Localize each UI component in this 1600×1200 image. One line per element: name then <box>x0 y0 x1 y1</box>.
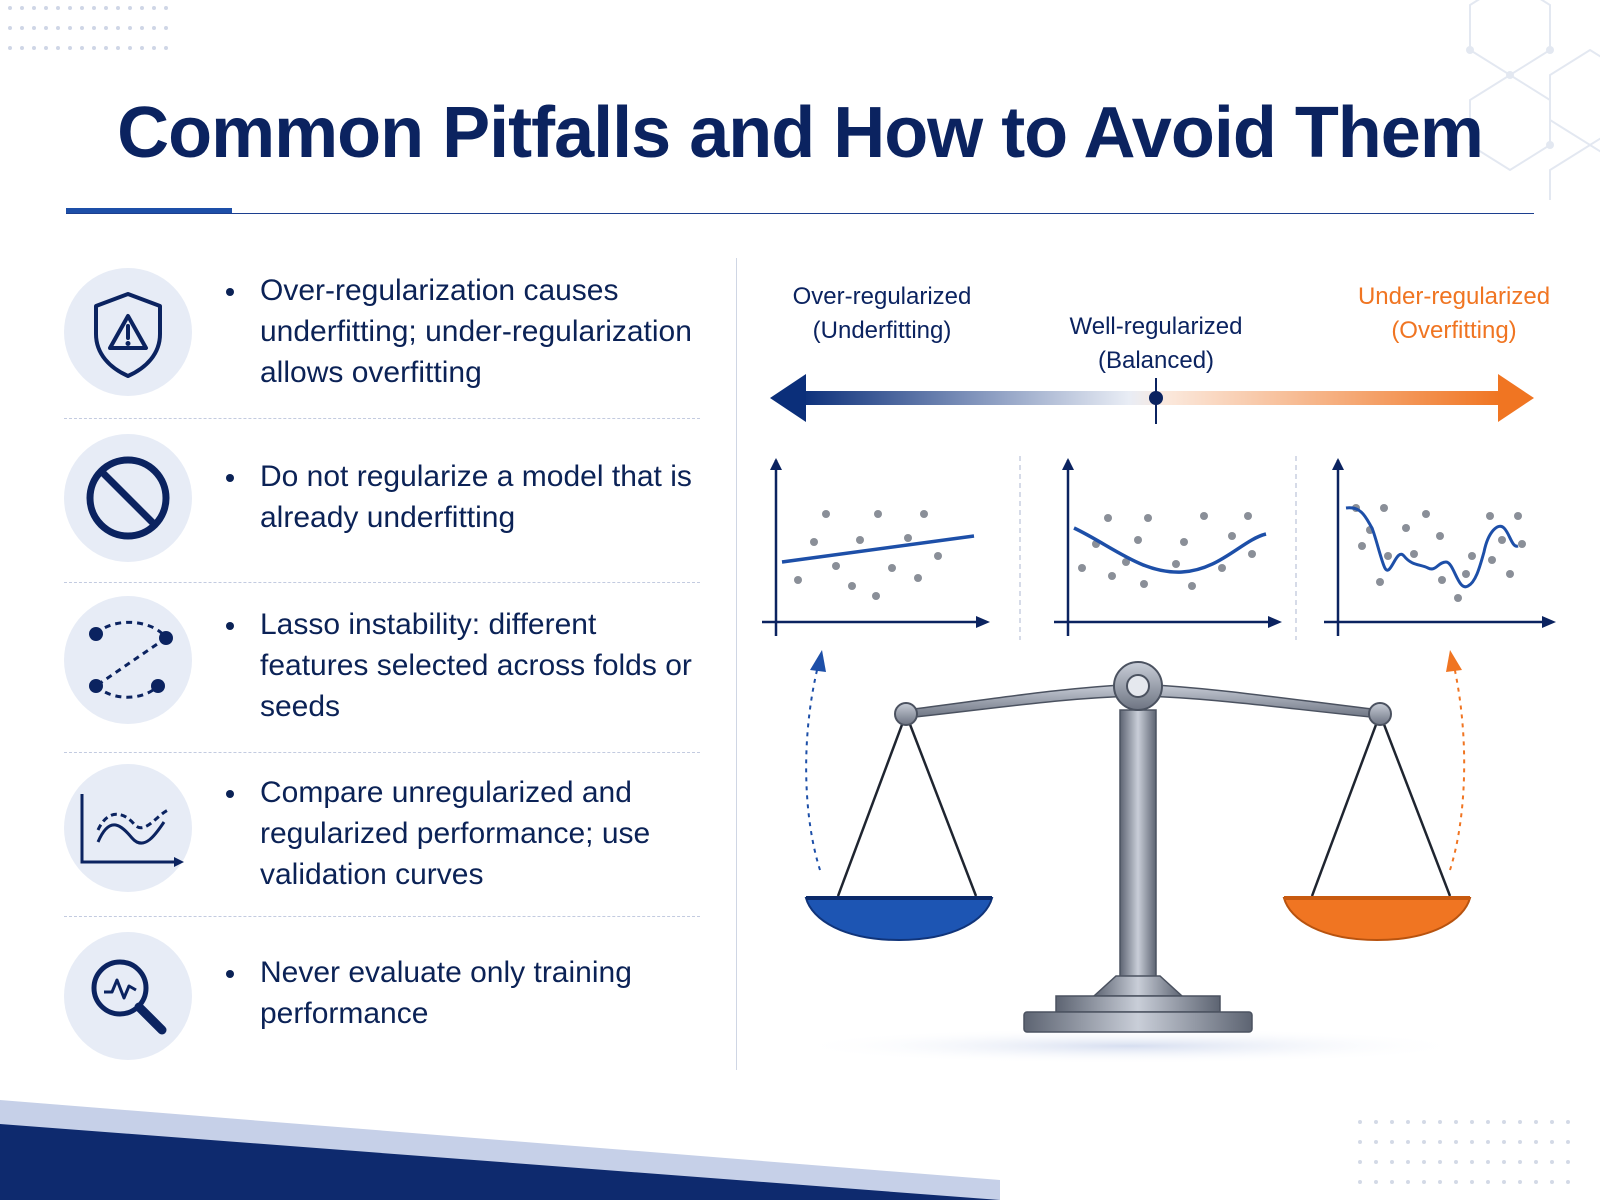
validation-curve-icon <box>64 764 192 892</box>
over-regularized-label: Over-regularized (Underfitting) <box>762 280 1002 348</box>
under-regularized-title: Under-regularized <box>1357 283 1551 310</box>
pitfall-item-2: Do not regularize a model that is alread… <box>64 434 704 564</box>
separator <box>64 752 700 753</box>
title-rule <box>66 213 1534 214</box>
bullet-dot <box>226 474 234 482</box>
under-regularized-label: Under-regularized (Overfitting) <box>1334 280 1574 348</box>
overfitting-plot <box>1324 458 1556 636</box>
well-regularized-label: Well-regularized (Balanced) <box>1036 310 1276 378</box>
corner-dot-grid-decoration <box>8 6 168 50</box>
unstable-path-icon <box>64 596 192 724</box>
pitfall-item-5: Never evaluate only training performance <box>64 932 704 1062</box>
bullet-dot <box>226 970 234 978</box>
pitfall-text-4: Compare unregularized and regularized pe… <box>260 776 651 891</box>
pitfall-text-1: Over-regularization causes underfitting;… <box>260 274 692 389</box>
magnifier-chart-icon <box>64 932 192 1060</box>
balanced-fit-plot <box>1054 458 1282 636</box>
title-rule-accent <box>66 208 232 213</box>
well-regularized-title: Well-regularized <box>1069 313 1243 340</box>
balance-scale-illustration <box>790 650 1472 1064</box>
separator <box>64 916 700 917</box>
over-regularized-title: Over-regularized <box>792 283 972 310</box>
bottom-decorative-band <box>0 1100 1570 1200</box>
pitfall-item-1: Over-regularization causes underfitting;… <box>64 266 704 406</box>
plot-divider-2 <box>1295 456 1297 640</box>
regularization-spectrum-arrow <box>770 374 1534 424</box>
pitfall-text-2: Do not regularize a model that is alread… <box>260 460 692 534</box>
pitfall-item-4: Compare unregularized and regularized pe… <box>64 764 704 904</box>
plot-divider-1 <box>1019 456 1021 640</box>
separator <box>64 582 700 583</box>
shield-warning-icon <box>64 268 192 396</box>
well-regularized-subtitle: (Balanced) <box>1097 347 1215 374</box>
under-regularized-subtitle: (Overfitting) <box>1391 317 1517 344</box>
underfitting-plot <box>762 458 990 636</box>
over-regularized-subtitle: (Underfitting) <box>812 317 952 344</box>
page-title: Common Pitfalls and How to Avoid Them <box>117 93 1484 173</box>
prohibited-icon <box>64 434 192 562</box>
pitfall-text-3: Lasso instability: different features se… <box>260 608 692 723</box>
separator <box>64 418 700 419</box>
column-divider <box>736 258 737 1070</box>
bullet-dot <box>226 288 234 296</box>
pitfall-text-5: Never evaluate only training performance <box>260 956 632 1030</box>
bullet-dot <box>226 622 234 630</box>
pitfall-item-3: Lasso instability: different features se… <box>64 596 704 736</box>
bullet-dot <box>226 790 234 798</box>
hexagon-network-decoration <box>1466 0 1600 200</box>
